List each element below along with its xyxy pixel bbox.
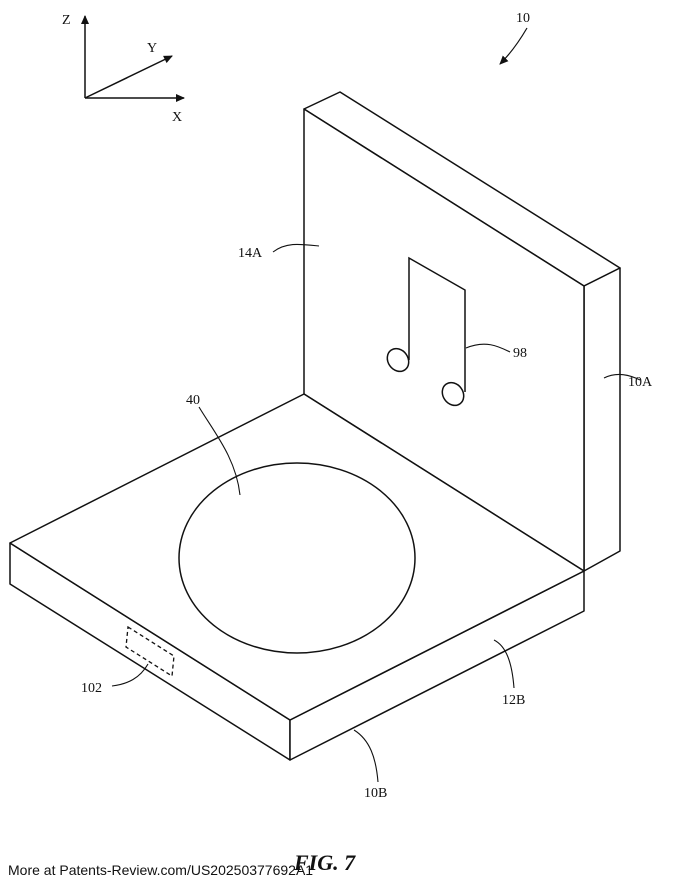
dashed-component [125,625,175,678]
ref-front-face-label: 12B [502,693,525,708]
ref-circle-label: 40 [186,393,200,408]
music-note-head-right [441,381,465,407]
music-note-head-left [386,347,410,373]
footer-source-text: More at Patents-Review.com/US20250377692… [8,862,314,878]
leader-14a [272,243,320,253]
y-axis-line [84,55,173,99]
leader-98 [465,343,511,353]
ref-device-leader [499,27,528,65]
leader-10b [353,729,379,783]
ref-component-label: 102 [81,681,102,696]
leader-102 [111,663,149,687]
ref-music-icon-label: 98 [513,346,527,361]
music-note-icon [386,256,466,407]
ref-side-face-label: 10A [628,375,653,390]
circular-region [178,462,416,654]
vertical-panel [303,91,621,572]
leader-12b [493,639,515,689]
music-note-beam [408,256,466,392]
ref-back-face-label: 14A [238,246,263,261]
y-axis-label: Y [147,41,157,56]
ref-bottom-edge-label: 10B [364,786,387,801]
leader-40 [198,406,241,496]
leader-10a [603,373,641,381]
panel-side-face [583,267,621,572]
x-axis-label: X [172,110,182,125]
z-axis-label: Z [62,13,71,28]
leader-lines [111,243,641,783]
ref-device-label: 10 [516,11,530,26]
figure-caption: FIG. 7 [293,850,356,875]
axis-indicator [81,15,185,102]
